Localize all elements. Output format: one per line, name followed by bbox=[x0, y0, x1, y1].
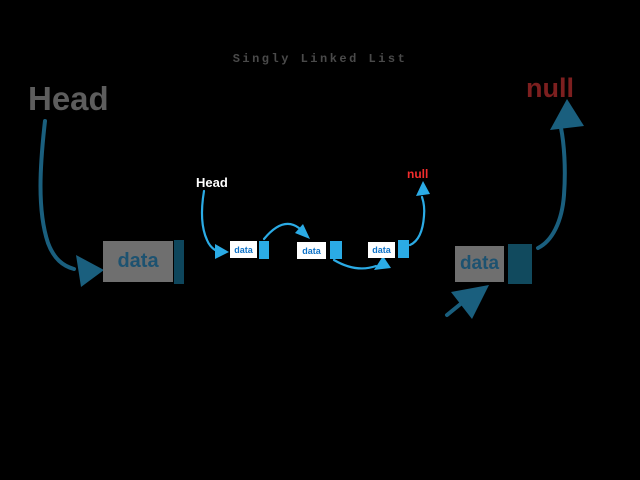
background-null-arrow bbox=[536, 99, 584, 250]
background-node-left: data bbox=[103, 241, 173, 282]
background-node-left-data-label: data bbox=[117, 250, 159, 272]
background-node-right-pointer bbox=[508, 244, 532, 284]
inset-node-3: data bbox=[368, 242, 395, 258]
inset-node-3-pointer bbox=[398, 240, 409, 258]
background-head-label: Head bbox=[28, 80, 109, 117]
inset-null-label: null bbox=[407, 167, 429, 181]
inset-head-label: Head bbox=[196, 175, 228, 190]
background-null-label: null bbox=[526, 73, 574, 103]
inset-node-2: data bbox=[297, 242, 326, 259]
inset-node-1-pointer bbox=[259, 241, 269, 259]
background-node-right-data-label: data bbox=[459, 253, 500, 274]
background-node-right: data bbox=[455, 246, 504, 282]
inset-node-3-data-label: data bbox=[372, 245, 391, 255]
inset-node-2-pointer bbox=[330, 241, 342, 259]
background-incoming-arrow bbox=[445, 285, 489, 319]
page-title: Singly Linked List bbox=[232, 52, 408, 66]
inset-null-arrow bbox=[408, 181, 430, 247]
inset-next-arrow-2 bbox=[332, 256, 391, 270]
background-node-left-pointer bbox=[174, 240, 184, 284]
inset-next-arrow-1 bbox=[262, 222, 310, 241]
background-head-arrow bbox=[38, 119, 104, 287]
inset-head-arrow bbox=[200, 189, 229, 259]
inset-node-1-data-label: data bbox=[234, 244, 253, 255]
inset-node-2-data-label: data bbox=[302, 245, 321, 256]
inset-node-1: data bbox=[230, 241, 257, 258]
